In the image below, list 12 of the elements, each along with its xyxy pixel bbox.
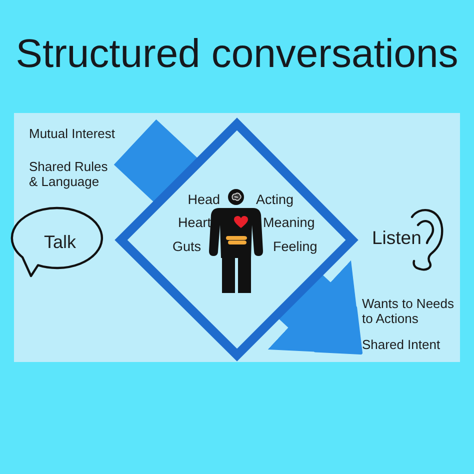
text-label: Meaning [263, 215, 315, 231]
topic-label: Shared Rules & Language [29, 159, 109, 189]
text-label: Feeling [273, 239, 318, 255]
topic-label: Shared Intent [362, 337, 442, 352]
text-label: Guts [172, 239, 201, 255]
bubble-text: Talk [44, 232, 76, 252]
text-label: Acting [256, 192, 294, 208]
title: Structured conversations [16, 31, 458, 78]
topic-label: Mutual Interest [29, 126, 115, 141]
text-label: Head [188, 192, 220, 208]
label-text: Listen [372, 227, 422, 249]
topic-label: Wants to Needs to Actions [362, 296, 456, 326]
